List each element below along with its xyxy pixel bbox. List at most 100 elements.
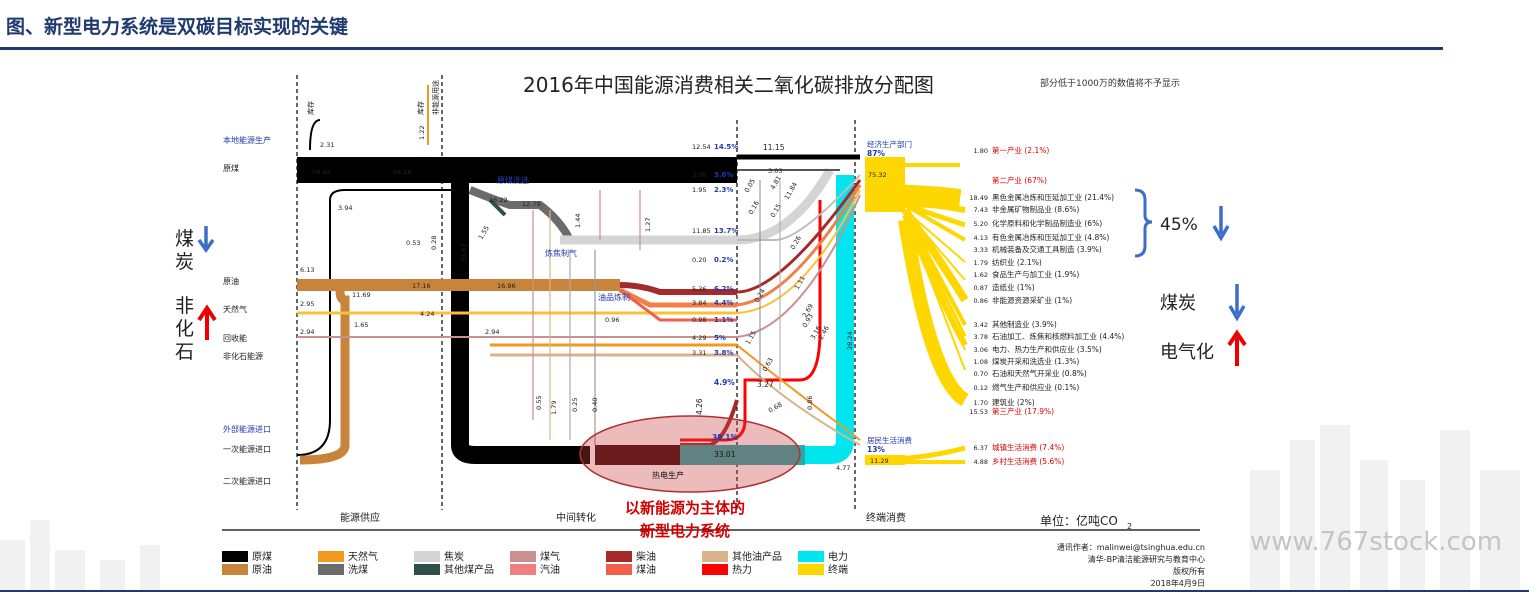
ann-callout-1: 以新能源为主体的 <box>625 499 745 517</box>
unit-label: 单位：亿吨CO <box>1040 513 1118 528</box>
mid-value-4: 0.20 <box>692 256 706 264</box>
label-refining: 油品炼制 <box>598 292 630 302</box>
arrow-up-icon-2 <box>1227 329 1247 366</box>
label-elec-val: 33.01 <box>714 450 736 459</box>
supply-value-2: 59.42 <box>312 168 331 176</box>
legend-swatch-5a <box>702 551 728 562</box>
arrow-down-icon-3 <box>1228 284 1246 322</box>
source-labels: 本地能源生产 原煤 原油 天然气 回收能 非化石能源 外部能源进口 一次能源进口… <box>223 135 271 486</box>
credit-1: 通讯作者：malinwei@tsinghua.edu.cn <box>1057 542 1205 552</box>
label-426: 4.26 <box>695 398 704 415</box>
top-label-nonenergy: 非能源用途 <box>431 80 440 115</box>
label-econ: 经济生产部门 <box>867 139 912 149</box>
right-value-0: 3.03 <box>768 167 782 175</box>
sector-value-12: 3.78 <box>974 333 988 341</box>
legend-label-2a: 焦炭 <box>444 550 464 563</box>
mid-pct-0: 14.5% <box>714 143 738 151</box>
legend-swatch-1b <box>318 564 344 575</box>
sector-label-6: 机械装备及交通工具制造 (3.9%) <box>992 244 1102 254</box>
right-value-7: 1.11 <box>793 274 807 291</box>
right-value-6: 0.26 <box>789 234 803 251</box>
sector-value-4: 5.20 <box>974 220 988 228</box>
sector-label-17: 建筑业 (2%) <box>992 397 1035 407</box>
right-value-18: 4.77 <box>836 464 850 472</box>
process-labels: 原煤洗选 炼焦制气 油品炼制 热电生产 <box>497 175 684 480</box>
ann-nonfossil-1: 非 <box>175 295 194 317</box>
ann-coal-left-1: 煤 <box>175 228 194 250</box>
node-chp-coal <box>595 445 680 465</box>
supply-value-15: 17.16 <box>412 282 431 290</box>
supply-value-23: 0.55 <box>535 396 543 410</box>
ann-callout-2: 新型电力系统 <box>640 522 730 540</box>
sector-value-0: 1.80 <box>974 147 988 155</box>
credit-3: 版权所有 <box>1173 566 1205 576</box>
mid-value-2: 1.95 <box>692 186 706 194</box>
sector-value-17: 1.70 <box>974 399 988 407</box>
diagram-note: 部分低于1000万的数值将不予显示 <box>1040 77 1180 89</box>
supply-value-25: 0.25 <box>571 398 579 412</box>
legend-swatch-6b <box>798 564 824 575</box>
supply-value-9: 16.22 <box>489 196 508 204</box>
top-labels: 库存 库存 非能源用途 <box>306 80 440 115</box>
legend-label-1b: 洗煤 <box>348 563 368 576</box>
mid-value-7: 0.98 <box>692 316 706 324</box>
sector-label-7: 纺织业 (2.1%) <box>992 257 1042 267</box>
right-value-5: 0.15 <box>769 202 783 219</box>
supply-value-22: 0.96 <box>605 316 619 324</box>
supply-value-16: 16.96 <box>497 282 516 290</box>
legend-swatch-4b <box>606 564 632 575</box>
supply-value-6: 0.28 <box>430 236 438 250</box>
unit-subscript: 2 <box>1127 522 1132 531</box>
node-coal <box>297 157 377 183</box>
annotations: 非 化 石 45% 煤炭 电气化 以新能源为主体的 新型电力系统 煤炭 <box>175 188 1247 540</box>
credit-4: 2018年4月9日 <box>1150 578 1205 588</box>
sector-label-3: 非金属矿物制品业 (8.6%) <box>992 204 1079 214</box>
node-res <box>865 455 905 465</box>
page-header-title: 图、新型电力系统是双碳目标实现的关键 <box>6 16 349 38</box>
label-nonfossil: 非化石能源 <box>223 351 263 361</box>
background-skyline <box>0 425 1520 590</box>
sector-label-0: 第一产业 (2.1%) <box>992 145 1049 155</box>
bracket-icon <box>1134 188 1153 258</box>
right-value-4: 0.16 <box>747 199 761 216</box>
legend-label-5a: 其他油产品 <box>732 550 782 563</box>
supply-value-18: 4.24 <box>420 310 434 318</box>
label-res: 居民生活消费 <box>867 435 912 445</box>
sector-value-16: 0.12 <box>974 384 988 392</box>
right-value-13: 0.63 <box>761 356 775 373</box>
supply-value-24: 1.79 <box>550 401 558 415</box>
legend-swatch-2b <box>414 564 440 575</box>
legend-label-0b: 原油 <box>252 563 272 576</box>
sector-value-7: 1.79 <box>974 259 988 267</box>
label-import2: 二次能源进口 <box>223 476 271 486</box>
header-divider <box>0 47 1443 50</box>
arrow-down-icon <box>197 226 215 254</box>
sector-label-9: 造纸业 (1%) <box>992 282 1035 292</box>
right-value-3: 11.84 <box>783 181 799 201</box>
sector-value-3: 7.43 <box>974 206 988 214</box>
legend-label-3b: 汽油 <box>540 563 560 576</box>
sector-label-5: 有色金属冶炼和压延加工业 (4.8%) <box>992 232 1109 242</box>
sector-label-11: 其他制造业 (3.9%) <box>992 319 1057 329</box>
legend-swatch-5b <box>702 564 728 575</box>
mid-pct-6: 4.4% <box>714 299 733 307</box>
legend-label-1a: 天然气 <box>348 550 378 563</box>
flow-lines <box>296 85 969 465</box>
diagram-title: 2016年中国能源消费相关二氧化碳排放分配图 <box>523 73 934 97</box>
mid-value-8: 4.29 <box>692 334 706 342</box>
node-coal-2 <box>380 157 438 183</box>
right-value-1: 4.81 <box>769 174 783 191</box>
supply-value-14: 11.69 <box>352 291 371 299</box>
top-label-storage-2: 库存 <box>416 101 425 115</box>
sector-value-14: 1.08 <box>974 358 988 366</box>
ann-45pct: 45% <box>1160 215 1198 235</box>
sector-label-15: 石油和天然气开采业 (0.8%) <box>992 368 1087 378</box>
mid-pct-8: 5% <box>714 334 726 342</box>
legend-label-0a: 原煤 <box>252 550 272 563</box>
watermark-text: www.767stock.com <box>1250 527 1502 557</box>
col-end: 终端消费 <box>866 511 906 524</box>
mid-value-1: 3.08 <box>692 171 706 179</box>
legend-label-6a: 电力 <box>828 550 848 563</box>
